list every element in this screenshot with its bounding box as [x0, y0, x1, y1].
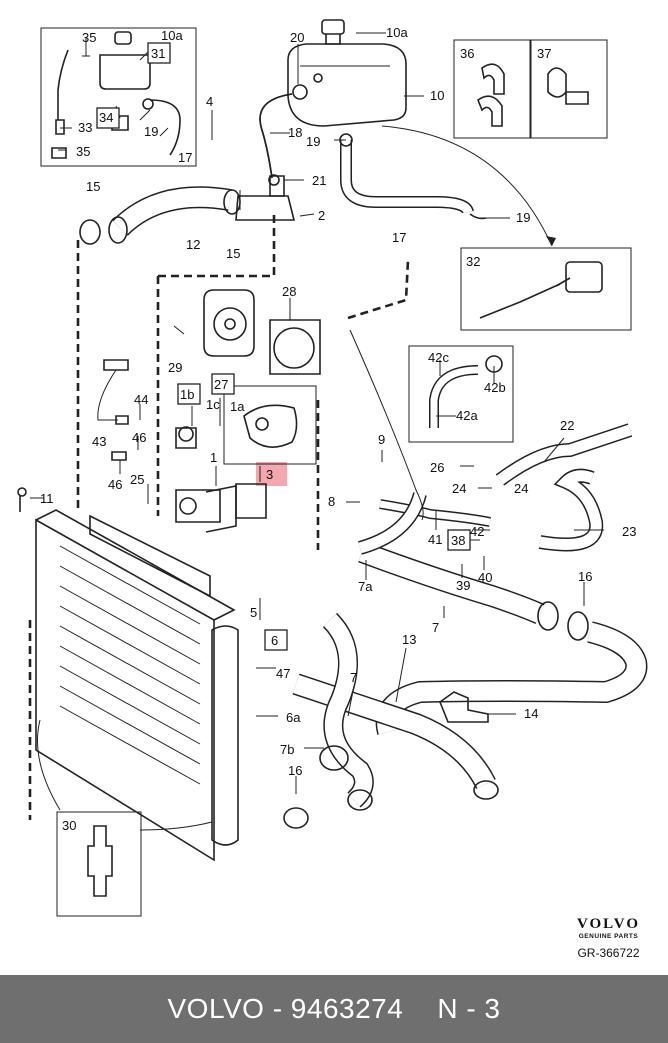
label-7a: 7a: [358, 579, 373, 594]
label-11: 11: [40, 491, 54, 506]
label-9: 9: [378, 432, 385, 447]
footer-part-number: 9463274: [290, 993, 404, 1024]
label-34: 34: [99, 110, 113, 125]
label-28: 28: [282, 284, 296, 299]
label-40: 40: [478, 570, 492, 585]
label-19: 19: [306, 134, 320, 149]
label-18: 18: [288, 125, 302, 140]
label-1c: 1c: [206, 397, 220, 412]
radiator: [35, 509, 239, 862]
label-44: 44: [134, 392, 148, 407]
label-24: 24: [452, 481, 466, 496]
label-17-inset: 17: [178, 150, 192, 165]
label-35-inset: 35: [82, 30, 96, 45]
label-13: 13: [402, 632, 416, 647]
label-14: 14: [524, 706, 538, 721]
label-32: 32: [466, 254, 480, 269]
label-35-inset-lower: 35: [76, 144, 90, 159]
label-1b: 1b: [180, 387, 194, 402]
footer-part-reference: VOLVO - 9463274: [168, 993, 404, 1025]
label-19-inset: 19: [144, 124, 158, 139]
label-7: 7: [350, 670, 357, 685]
label-22: 22: [560, 418, 574, 433]
label-26: 26: [430, 460, 444, 475]
label-8: 8: [328, 494, 335, 509]
label-38: 38: [451, 533, 465, 548]
label-6: 6: [271, 633, 278, 648]
label-20: 20: [290, 30, 304, 45]
label-27: 27: [214, 377, 228, 392]
expansion-tank: [287, 19, 407, 127]
label-33: 33: [78, 120, 92, 135]
label-46-lower: 46: [108, 477, 122, 492]
label-15: 15: [86, 179, 100, 194]
label-10a-inset: 10a: [161, 28, 183, 43]
label-17: 17: [392, 230, 406, 245]
volvo-logo-block: VOLVO GENUINE PARTS GR-366722: [577, 916, 640, 960]
drawing-code: GR-366722: [577, 946, 640, 960]
label-41: 41: [428, 532, 442, 547]
genuine-parts-tagline: GENUINE PARTS: [578, 933, 639, 940]
label-43: 43: [92, 434, 106, 449]
label-21: 21: [312, 173, 326, 188]
label-16: 16: [578, 569, 592, 584]
label-24-right: 24: [514, 481, 528, 496]
water-pump: [203, 289, 321, 375]
inset-reservoir-detail: [40, 27, 197, 167]
label-42c: 42c: [428, 350, 449, 365]
label-39: 39: [456, 578, 470, 593]
label-46: 46: [132, 430, 146, 445]
label-6a: 6a: [286, 710, 301, 725]
cooling-system-diagram: 35 10a 31 34 33 19 35 17 20 10a 10 18 19…: [17, 19, 648, 917]
thermostat-housing: [235, 174, 296, 221]
label-7b: 7b: [280, 742, 294, 757]
label-1a: 1a: [230, 399, 245, 414]
label-2: 2: [318, 208, 325, 223]
label-31: 31: [151, 46, 165, 61]
label-15-lower: 15: [226, 246, 240, 261]
label-3: 3: [266, 467, 273, 482]
label-12: 12: [186, 237, 200, 252]
footer-position: N - 3: [437, 993, 501, 1024]
inset-sensor-32: [460, 247, 632, 331]
label-37: 37: [537, 46, 551, 61]
label-47: 47: [276, 666, 290, 681]
label-19-right: 19: [516, 210, 530, 225]
label-5: 5: [250, 605, 257, 620]
label-10: 10: [430, 88, 444, 103]
label-29: 29: [168, 360, 182, 375]
footer-brand: VOLVO: [167, 993, 265, 1024]
label-42b: 42b: [484, 380, 506, 395]
label-10a: 10a: [386, 25, 408, 40]
footer-separator: -: [272, 993, 283, 1024]
footer-bar: VOLVO - 9463274 N - 3: [0, 975, 668, 1043]
inset-clip-36: [453, 39, 531, 139]
label-16-lower: 16: [288, 763, 302, 778]
label-7-right: 7: [432, 620, 439, 635]
label-30: 30: [62, 818, 76, 833]
highlight-marker: [256, 462, 287, 486]
inset-thermostat-1a: [223, 385, 317, 465]
inset-reservoir-drawing: [51, 31, 181, 159]
volvo-logo: VOLVO: [576, 916, 640, 932]
label-1: 1: [210, 450, 217, 465]
inset-clip-37: [530, 39, 608, 139]
inset-sensor-30: [56, 811, 142, 917]
label-25: 25: [130, 472, 144, 487]
label-4: 4: [206, 94, 213, 109]
label-36: 36: [460, 46, 474, 61]
housing-1: [175, 483, 267, 533]
inset-pipe-42: [408, 345, 514, 443]
label-42a: 42a: [456, 408, 478, 423]
label-23: 23: [622, 524, 636, 539]
bracket-14: [439, 691, 489, 723]
label-42: 42: [470, 524, 484, 539]
